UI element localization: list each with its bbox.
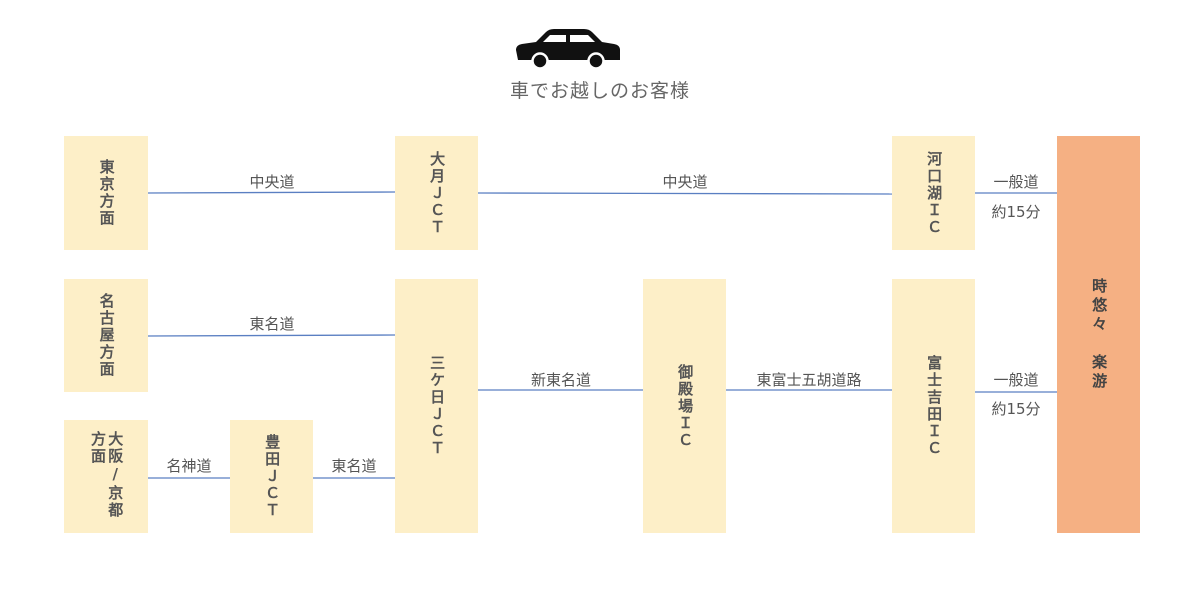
road-label: 名神道 xyxy=(166,457,212,475)
road-label: 東富士五胡道路 xyxy=(756,371,862,389)
line-tokyo-otsuki xyxy=(147,191,396,194)
node-fujiyoshida-ic: 富士吉田ＩＣ xyxy=(892,279,975,533)
travel-time-label: 約15分 xyxy=(991,400,1041,418)
node-toyota-jct: 豊田ＪＣＴ xyxy=(230,420,313,533)
node-label: 東京方面 xyxy=(97,159,116,227)
road-label: 東名道 xyxy=(249,315,295,333)
node-label: 三ケ日ＪＣＴ xyxy=(428,355,447,457)
node-tokyo: 東京方面 xyxy=(64,136,148,250)
node-label: 大阪/京都方面 xyxy=(89,430,125,519)
node-gotemba-ic: 御殿場ＩＣ xyxy=(643,279,726,533)
page-title: 車でお越しのお客様 xyxy=(509,80,690,102)
node-sankabi-jct: 三ケ日ＪＣＴ xyxy=(395,279,478,533)
node-label: 時悠々 楽游 xyxy=(1090,277,1109,392)
node-label: 御殿場ＩＣ xyxy=(676,363,695,449)
node-label: 豊田ＪＣＴ xyxy=(263,434,282,519)
node-otsuki-jct: 大月ＪＣＴ xyxy=(395,136,478,250)
node-label: 大月ＪＣＴ xyxy=(428,150,447,236)
road-label: 新東名道 xyxy=(530,371,592,389)
node-kawaguchiko-ic: 河口湖ＩＣ xyxy=(892,136,975,250)
node-label: 富士吉田ＩＣ xyxy=(925,355,944,457)
road-label: 東名道 xyxy=(331,457,377,475)
travel-time-label: 約15分 xyxy=(991,203,1041,221)
node-label: 名古屋方面 xyxy=(97,293,116,378)
car-icon xyxy=(516,29,620,68)
road-label: 中央道 xyxy=(662,173,708,191)
node-nagoya: 名古屋方面 xyxy=(64,279,148,392)
line-nagoya-sankabi xyxy=(147,334,396,337)
line-otsuki-kawaguchiko xyxy=(477,192,893,195)
road-label: 一般道 xyxy=(993,371,1039,389)
node-destination: 時悠々 楽游 xyxy=(1057,136,1140,533)
node-label: 河口湖ＩＣ xyxy=(925,150,944,236)
road-label: 中央道 xyxy=(249,173,295,191)
road-label: 一般道 xyxy=(993,173,1039,191)
node-osaka-kyoto: 大阪/京都方面 xyxy=(64,420,148,533)
